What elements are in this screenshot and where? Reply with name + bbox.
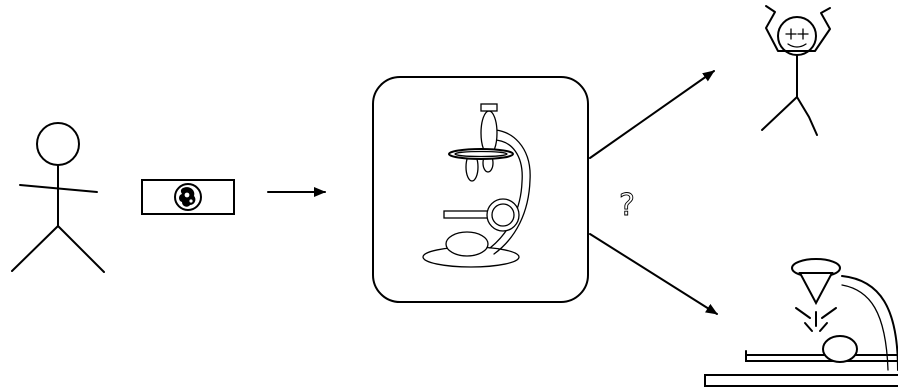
question-mark: ? xyxy=(619,188,635,223)
arrow-to-treatment-outcome xyxy=(590,234,717,314)
patient-stick-figure-icon xyxy=(12,123,104,272)
happy-stick-figure-icon xyxy=(762,6,830,135)
arrow-to-healthy-outcome xyxy=(590,71,714,158)
treatment-scene-icon xyxy=(705,259,898,386)
specimen-slide-icon xyxy=(142,180,234,214)
